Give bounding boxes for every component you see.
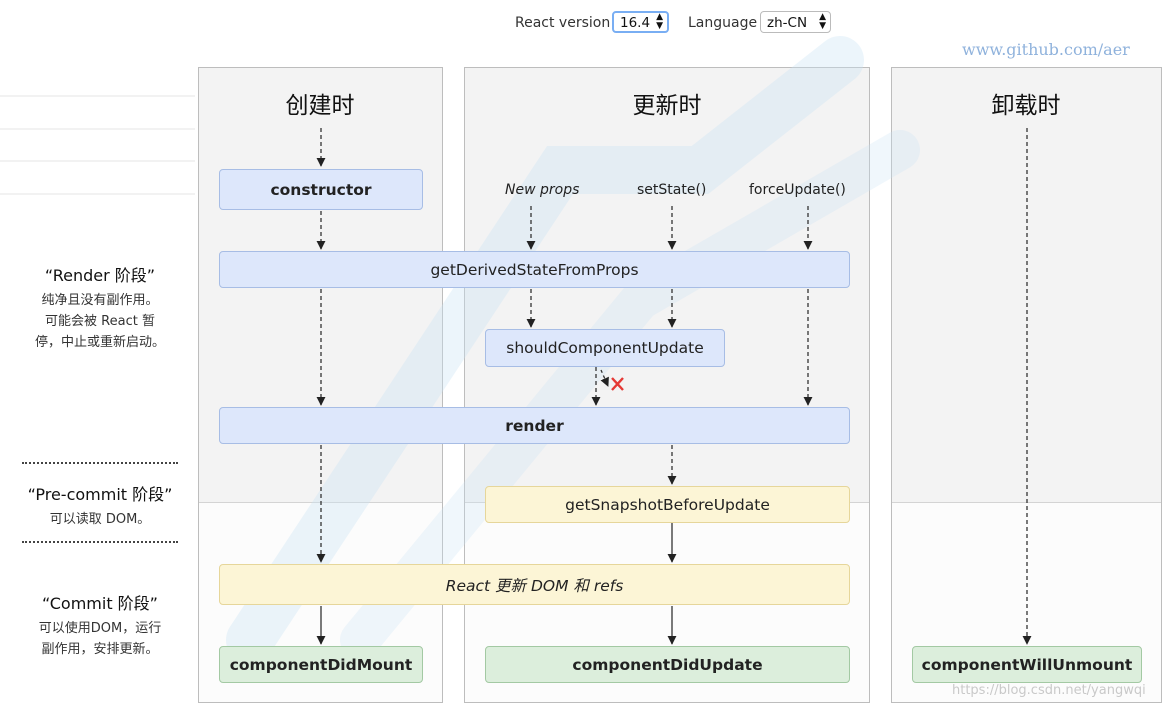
language-label: Language xyxy=(688,15,758,31)
component-did-mount-box: componentDidMount xyxy=(219,646,423,683)
updown-arrows-icon: ▲▼ xyxy=(819,12,826,31)
react-version-value: 16.4 xyxy=(620,15,651,31)
commit-phase-title: “Commit 阶段” xyxy=(42,594,158,613)
mount-title: 创建时 xyxy=(285,93,355,119)
get-snapshot-box: getSnapshotBeforeUpdate xyxy=(485,486,850,523)
language-select[interactable]: zh-CN ▲▼ xyxy=(760,11,831,33)
render-phase-line: 停，中止或重新启动。 xyxy=(34,335,165,350)
phase-divider xyxy=(22,541,178,543)
get-derived-state-box: getDerivedStateFromProps xyxy=(219,251,850,288)
phase-divider xyxy=(22,462,178,464)
commit-phase-line: 副作用，安排更新。 xyxy=(41,642,159,657)
react-version-label: React version xyxy=(515,15,611,31)
precommit-phase-title: “Pre-commit 阶段” xyxy=(27,485,173,504)
updown-arrows-icon: ▲▼ xyxy=(656,12,663,31)
react-version-select[interactable]: 16.4 ▲▼ xyxy=(612,11,669,33)
should-component-update-box: shouldComponentUpdate xyxy=(485,329,725,367)
commit-phase-note: “Commit 阶段” 可以使用DOM，运行 副作用，安排更新。 xyxy=(10,590,190,660)
trigger-new-props: New props xyxy=(505,182,580,198)
constructor-box: constructor xyxy=(219,169,423,210)
react-updates-dom-box: React 更新 DOM 和 refs xyxy=(219,564,850,605)
render-phase-line: 纯净且没有副作用。 xyxy=(41,293,159,308)
update-title: 更新时 xyxy=(632,93,702,119)
precommit-phase-note: “Pre-commit 阶段” 可以读取 DOM。 xyxy=(10,481,190,530)
trigger-force-update: forceUpdate() xyxy=(749,182,846,198)
trigger-set-state: setState() xyxy=(637,182,707,198)
component-will-unmount-box: componentWillUnmount xyxy=(912,646,1142,683)
cancel-x-icon xyxy=(611,377,624,391)
unmount-title: 卸载时 xyxy=(991,93,1061,119)
arrow xyxy=(600,369,609,387)
background-stripe xyxy=(0,95,195,97)
watermark-url: www.github.com/aer xyxy=(962,40,1130,59)
render-box: render xyxy=(219,407,850,444)
commit-phase-line: 可以使用DOM，运行 xyxy=(38,621,162,636)
render-phase-title: “Render 阶段” xyxy=(44,266,156,285)
background-stripe xyxy=(0,160,195,162)
language-value: zh-CN xyxy=(767,15,808,31)
component-did-update-box: componentDidUpdate xyxy=(485,646,850,683)
background-stripe xyxy=(0,128,195,130)
csdn-watermark: https://blog.csdn.net/yangwqi xyxy=(952,683,1146,698)
render-phase-note: “Render 阶段” 纯净且没有副作用。 可能会被 React 暂 停，中止或… xyxy=(10,262,190,353)
top-controls: React version 16.4 ▲▼ Language zh-CN ▲▼ xyxy=(0,10,1164,38)
background-stripe xyxy=(0,193,195,195)
precommit-phase-line: 可以读取 DOM。 xyxy=(49,512,151,527)
render-phase-line: 可能会被 React 暂 xyxy=(45,314,155,329)
